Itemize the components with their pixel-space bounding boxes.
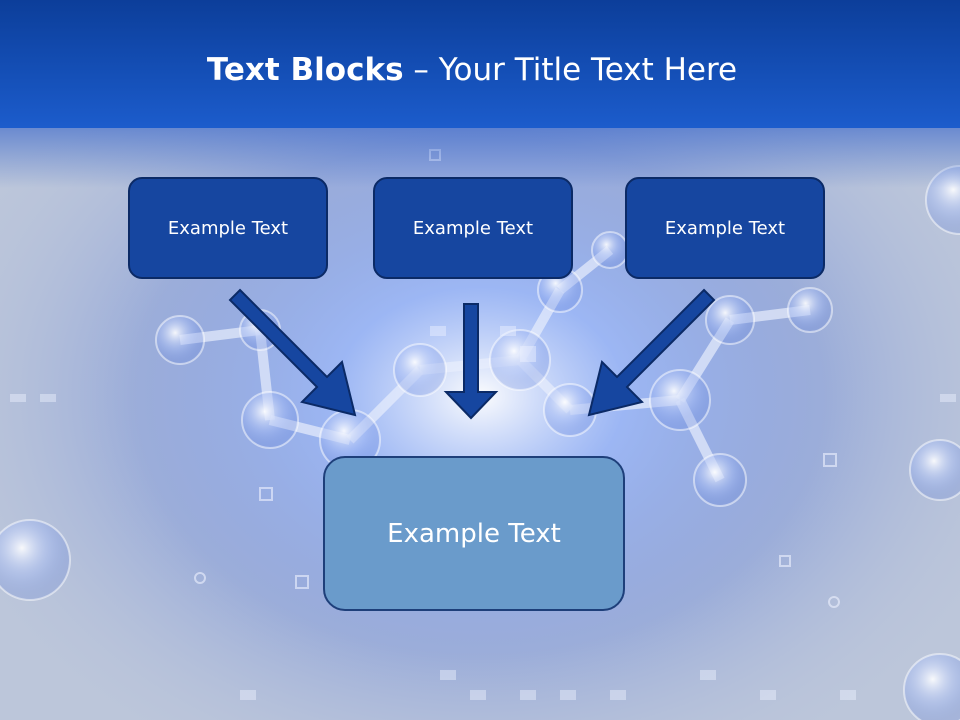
text-block-right[interactable]: Example Text bbox=[625, 177, 825, 279]
text-block-left[interactable]: Example Text bbox=[128, 177, 328, 279]
slide-title: Text Blocks – Your Title Text Here bbox=[0, 52, 944, 88]
text-block-middle-label: Example Text bbox=[412, 217, 534, 239]
slide-header-band bbox=[0, 0, 960, 128]
target-text-block-label: Example Text bbox=[387, 518, 561, 549]
title-bold: Text Blocks bbox=[206, 52, 404, 88]
title-rest: Your Title Text Here bbox=[438, 52, 738, 88]
title-separator: – bbox=[403, 52, 439, 88]
arrow-right-icon bbox=[587, 288, 716, 417]
text-block-right-label: Example Text bbox=[664, 217, 786, 239]
text-block-left-label: Example Text bbox=[167, 217, 289, 239]
arrow-middle-icon bbox=[443, 303, 499, 420]
arrow-left-icon bbox=[228, 288, 357, 417]
target-text-block[interactable]: Example Text bbox=[323, 456, 625, 611]
text-block-middle[interactable]: Example Text bbox=[373, 177, 573, 279]
